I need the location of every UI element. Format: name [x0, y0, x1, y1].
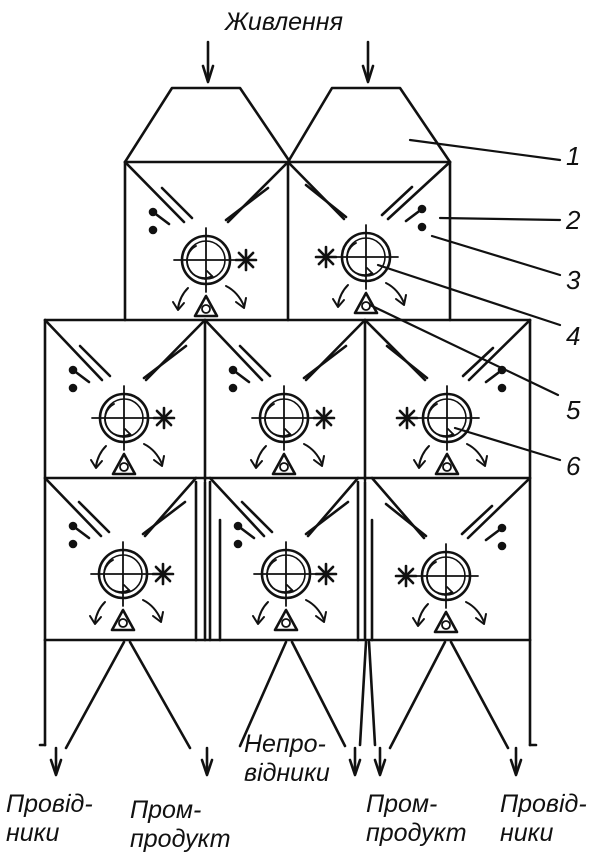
guide-plate — [43, 476, 103, 538]
brush-triangle — [110, 608, 136, 632]
output-arrows — [49, 746, 523, 777]
deflector-electrode — [68, 383, 78, 393]
brush-triangle — [193, 294, 219, 318]
deflector-electrode — [233, 539, 243, 549]
deflector-electrode — [228, 383, 238, 393]
deflector-electrode — [68, 539, 78, 549]
brush-triangle — [273, 608, 299, 632]
guide-plate — [466, 476, 532, 540]
separator-cell — [208, 476, 360, 632]
separator-cell — [370, 476, 532, 634]
callout-4: 4 — [566, 321, 581, 351]
machine-frame — [43, 160, 532, 642]
brush-triangle — [111, 452, 137, 476]
feed-hoppers — [123, 86, 452, 164]
output-chutes — [38, 638, 538, 750]
feed-label: Живлення — [225, 8, 343, 36]
output-conductors-right: Провід- ники — [500, 790, 587, 847]
brush-triangle — [434, 452, 460, 476]
callout-6: 6 — [566, 451, 581, 481]
leader-lines — [368, 138, 562, 462]
separator-cell — [123, 160, 290, 318]
guide-plate — [386, 160, 452, 221]
deflector-electrode — [497, 541, 507, 551]
output-nonconductors: Непро- відники — [244, 730, 330, 787]
guide-plate — [43, 318, 104, 382]
feed-arrows — [201, 40, 375, 84]
guide-plate — [363, 318, 427, 382]
separator-cell — [43, 318, 207, 476]
separator-cell — [203, 318, 367, 476]
callout-1: 1 — [566, 141, 581, 171]
separator-cell — [286, 160, 452, 315]
separator-cell — [363, 318, 532, 476]
guide-plate — [123, 160, 186, 224]
guide-plate — [467, 318, 532, 382]
brush-triangle — [353, 291, 379, 315]
deflector-electrode — [417, 222, 427, 232]
brush-triangle — [271, 452, 297, 476]
output-conductors-left: Провід- ники — [6, 790, 93, 847]
brush-triangle — [433, 610, 459, 634]
guide-plate — [208, 476, 266, 538]
guide-plate — [203, 318, 264, 382]
output-middlings-right: Пром- продукт — [366, 790, 467, 847]
deflector-electrode — [497, 383, 507, 393]
callout-2: 2 — [566, 205, 581, 235]
callout-3: 3 — [566, 265, 581, 295]
separator-cell — [43, 476, 198, 632]
deflector-electrode — [148, 225, 158, 235]
output-middlings-left: Пром- продукт — [130, 796, 231, 853]
separator-cells — [43, 160, 532, 634]
callout-5: 5 — [566, 395, 581, 425]
guide-plate — [286, 160, 346, 221]
